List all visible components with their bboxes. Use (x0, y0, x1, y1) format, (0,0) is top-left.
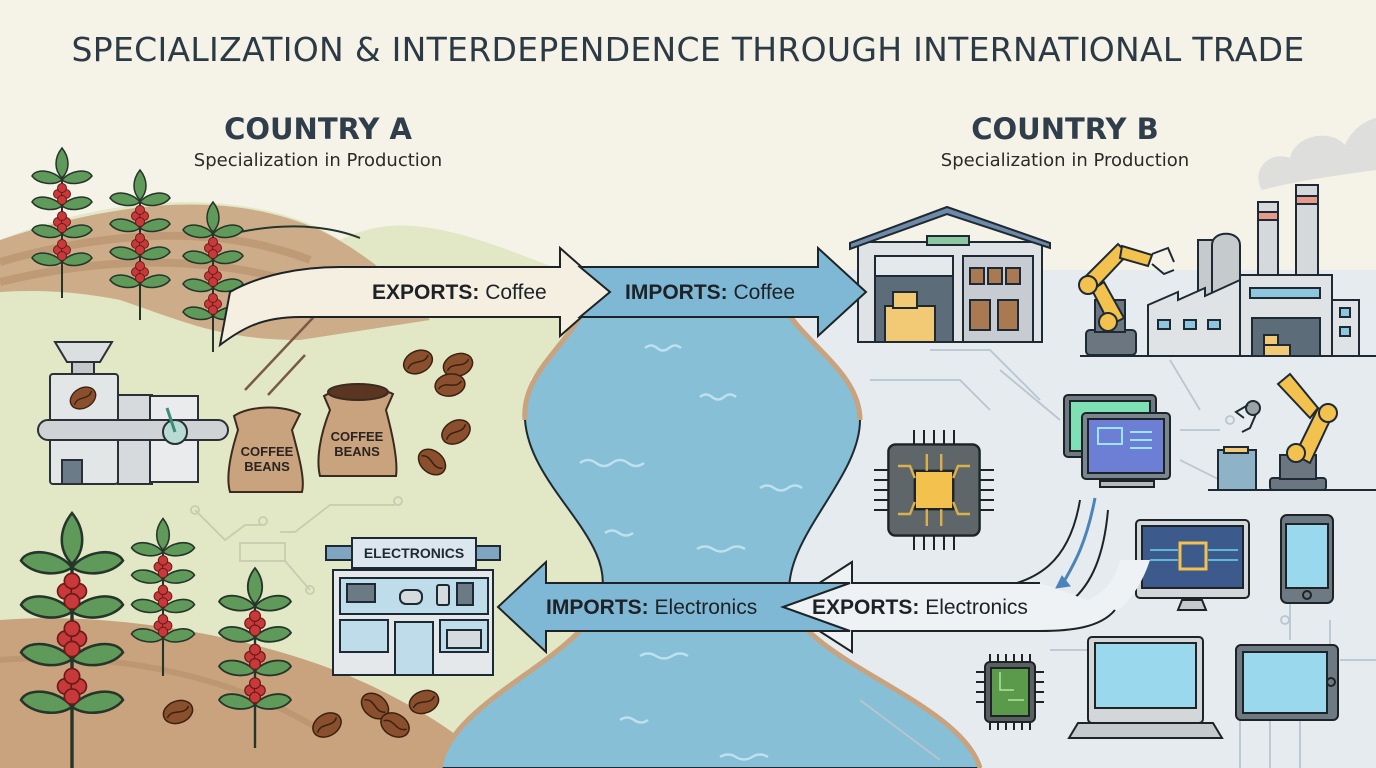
smartphone-icon (1280, 514, 1334, 604)
sack-label-line2: BEANS (334, 444, 380, 459)
import-keyword: IMPORTS: (625, 281, 728, 304)
import-keyword: IMPORTS: (546, 596, 649, 619)
import-coffee-label: IMPORTS: Coffee (625, 281, 795, 305)
country-b-header: COUNTRY B Specialization in Production (885, 112, 1245, 171)
export-good: Electronics (925, 596, 1028, 619)
country-b-name: COUNTRY B (971, 112, 1159, 146)
tablet-icon (1235, 644, 1339, 721)
electronics-store-sign: ELECTRONICS (363, 545, 465, 561)
microchip-icon (874, 430, 994, 550)
coffee-roaster-icon (37, 341, 229, 485)
sack-label-line2: BEANS (244, 459, 290, 474)
export-electronics-label: EXPORTS: Electronics (812, 596, 1028, 620)
import-good: Coffee (733, 281, 796, 304)
country-b-subtitle: Specialization in Production (940, 150, 1190, 171)
circuit-traces (859, 349, 1376, 768)
import-electronics-arrow (496, 559, 851, 655)
river (438, 269, 982, 768)
coffee-sack-icon (227, 406, 304, 493)
country-a-name: COUNTRY A (224, 112, 412, 146)
coffee-sack-icon (317, 383, 398, 477)
monitor-icon (1063, 394, 1171, 488)
import-good: Electronics (654, 596, 758, 619)
coffee-sack-label: COFFEE BEANS (232, 444, 302, 474)
export-keyword: EXPORTS: (812, 596, 920, 619)
sack-label-line1: COFFEE (240, 444, 294, 459)
export-keyword: EXPORTS: (372, 281, 480, 304)
robot-arm-icon (1208, 372, 1376, 491)
country-b-land (760, 270, 1376, 768)
warehouse-icon (849, 205, 1051, 343)
country-a-header: COUNTRY A Specialization in Production (138, 112, 498, 171)
sack-label-line1: COFFEE (330, 429, 384, 444)
factory-icon (1080, 184, 1376, 357)
water-waves (579, 344, 803, 761)
laptop-icon (1067, 636, 1224, 739)
export-coffee-label: EXPORTS: Coffee (372, 281, 547, 305)
import-electronics-label: IMPORTS: Electronics (546, 596, 757, 620)
import-coffee-arrow (577, 245, 868, 339)
microchip-icon (976, 654, 1044, 730)
electronics-store-icon (325, 537, 501, 676)
export-good: Coffee (485, 281, 547, 304)
page-title: SPECIALIZATION & INTERDEPENDENCE THROUGH… (71, 30, 1305, 69)
desktop-monitor-icon (1135, 519, 1250, 611)
robot-arm-icon (1078, 242, 1175, 356)
coffee-sack-label: COFFEE BEANS (322, 429, 392, 459)
country-a-subtitle: Specialization in Production (193, 150, 443, 171)
